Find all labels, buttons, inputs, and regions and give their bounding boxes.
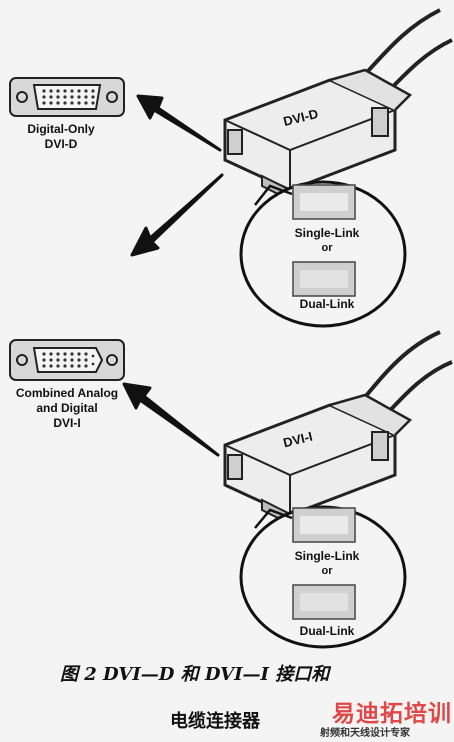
arrow-to-dvi-i-port: [122, 382, 220, 457]
figure-caption-line1: 图 2 DVI—D 和 DVI—I 接口和: [60, 664, 330, 685]
dual-link-pin-image-2: [292, 584, 356, 620]
dual-link-label-1: Dual-Link: [299, 297, 355, 311]
watermark-tagline: 射频和天线设计专家: [320, 728, 410, 739]
dvi-d-connector: [223, 68, 413, 202]
dvi-i-port-label-line3: DVI-I: [53, 416, 81, 430]
single-link-pin-image-2: [292, 507, 356, 543]
watermark-logo: 易迪拓培训: [332, 700, 452, 726]
or-label-2: or: [321, 565, 333, 577]
figure-caption-line2: 电缆连接器: [170, 711, 260, 732]
or-label-1: or: [321, 242, 333, 254]
dvi-i-connector: [223, 393, 413, 526]
dvi-d-port-label-line1: Digital-Only: [27, 122, 95, 136]
dvi-d-port-label-line2: DVI-D: [44, 137, 78, 151]
arrow-to-callout-1: [130, 173, 224, 257]
single-link-pin-image: [292, 184, 356, 220]
dvi-i-port-label: Combined Analog and Digital DVI-I: [4, 386, 130, 431]
dvi-i-port-image: [9, 339, 125, 381]
dual-link-pin-image: [292, 261, 356, 297]
single-link-label-2: Single-Link: [294, 549, 360, 563]
dvi-d-port-label: Digital-Only DVI-D: [8, 122, 114, 152]
dvi-i-port-label-line1: Combined Analog: [15, 386, 119, 400]
arrow-to-dvi-d-port: [136, 94, 222, 152]
dvi-i-port-label-line2: and Digital: [36, 401, 98, 415]
dual-link-label-2: Dual-Link: [299, 624, 355, 638]
single-link-label-1: Single-Link: [294, 226, 360, 240]
dvi-d-port-image: [9, 77, 125, 117]
